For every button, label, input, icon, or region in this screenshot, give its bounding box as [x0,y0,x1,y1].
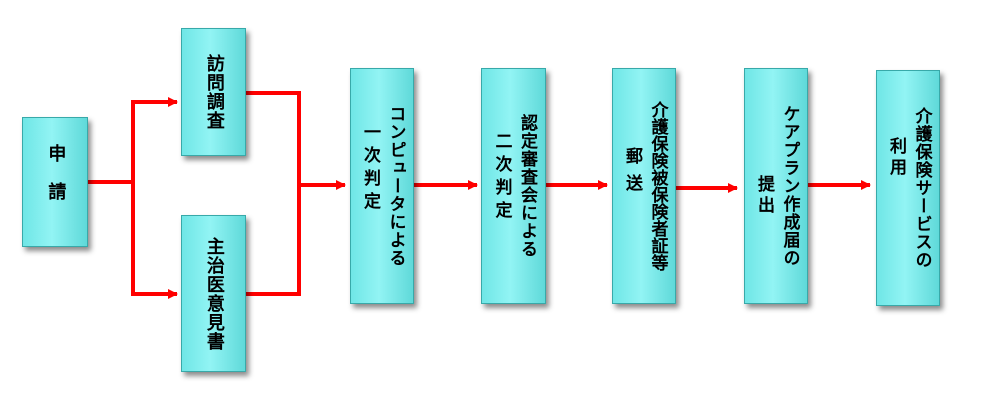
box-application-label: 申請 [45,144,67,220]
box-certificate-mailing-line1: 介護保険被保険者証等 [647,101,668,271]
box-doctor-opinion-label: 主治医意見書 [203,236,225,351]
box-care-plan-line2: 提出 [754,175,774,217]
box-service-use-line1: 介護保険サービスの [911,107,932,269]
arrow-branch-to-home-visit [131,97,178,182]
box-care-plan-text: ケアプラン作成届の 提出 [753,105,800,267]
box-care-plan-line1: ケアプラン作成届の [779,105,800,267]
box-committee-judgment: 認定審査会による 二次判定 [481,68,546,304]
box-service-use-text: 介護保険サービスの 利用 [885,107,932,269]
arrow-doctor-opinion-to-merge [246,185,301,296]
box-care-plan: ケアプラン作成届の 提出 [744,68,808,304]
box-certificate-mailing: 介護保険被保険者証等 郵送 [612,68,676,304]
box-committee-judgment-line1: 認定審査会による [517,114,538,258]
box-service-use-line2: 利用 [886,137,906,179]
box-application: 申請 [22,117,88,247]
box-doctor-opinion: 主治医意見書 [181,215,246,372]
box-certificate-mailing-line2: 郵送 [622,147,642,201]
box-home-visit-label: 訪問調査 [203,54,225,130]
box-service-use: 介護保険サービスの 利用 [876,70,940,306]
box-home-visit: 訪問調査 [181,28,246,156]
box-computer-judgment: コンピュータによる 一次判定 [350,68,414,304]
box-computer-judgment-text: コンピュータによる 一次判定 [359,105,406,267]
box-committee-judgment-text: 認定審査会による 二次判定 [491,114,538,258]
box-certificate-mailing-text: 介護保険被保険者証等 郵送 [621,101,668,271]
arrow-home-visit-to-merge [246,91,301,185]
box-computer-judgment-line2: 一次判定 [360,123,380,215]
arrow-branch-to-doctor-opinion [131,182,178,299]
box-committee-judgment-line2: 二次判定 [491,132,512,224]
box-computer-judgment-line1: コンピュータによる [385,105,406,267]
